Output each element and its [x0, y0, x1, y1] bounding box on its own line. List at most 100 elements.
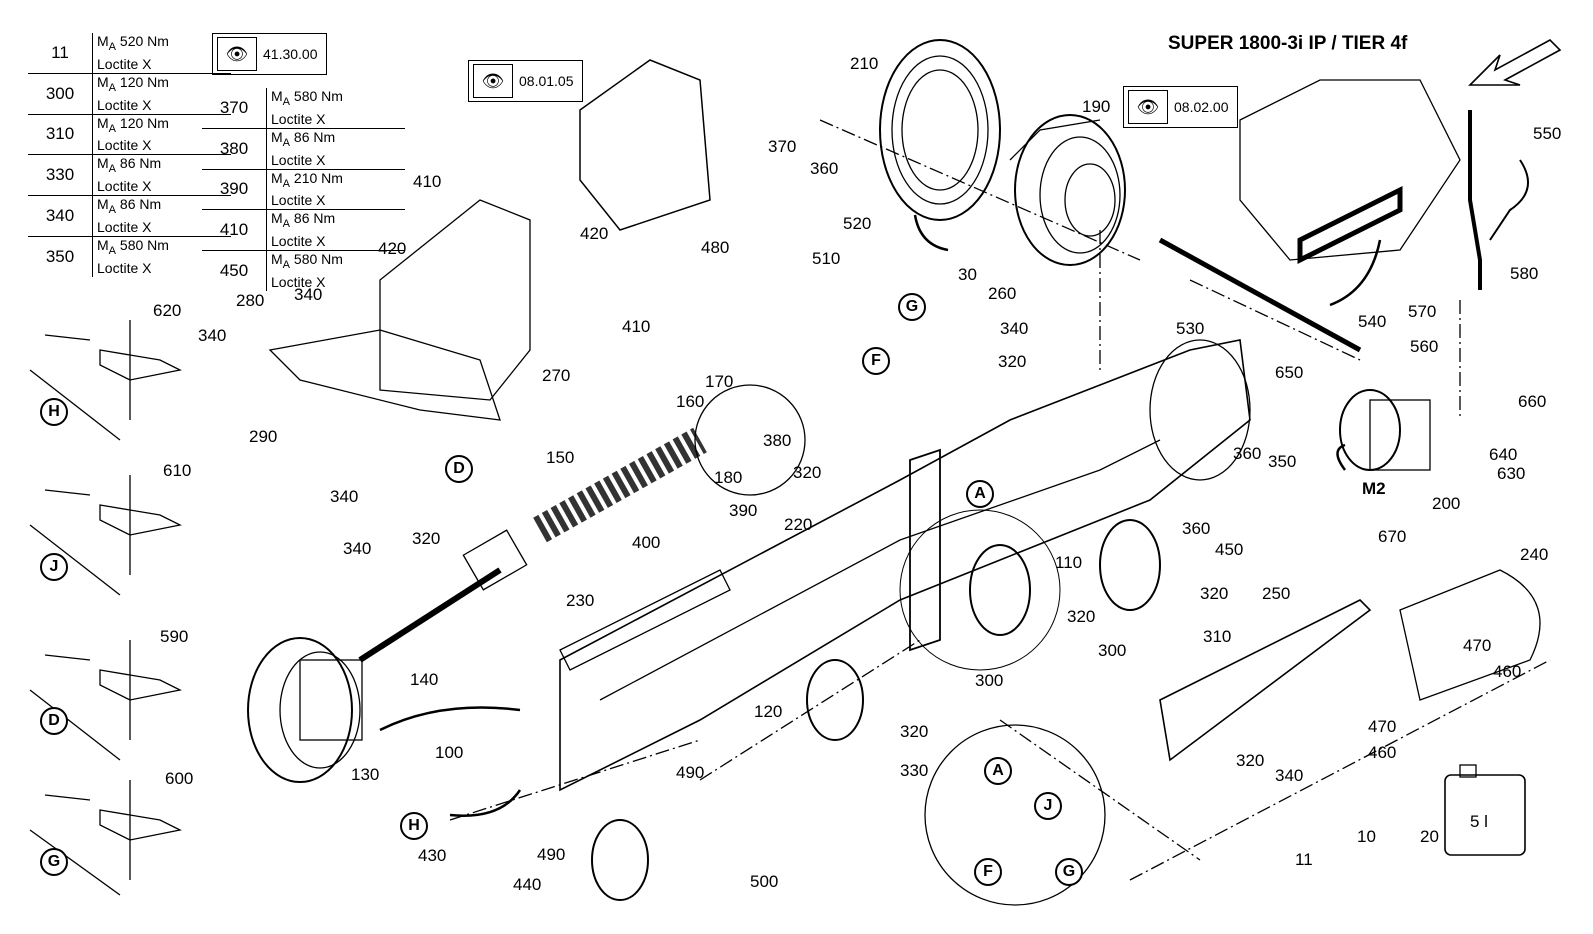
- part-number-label[interactable]: 540: [1358, 312, 1387, 331]
- part-number-label[interactable]: 220: [784, 515, 813, 534]
- part-number-label[interactable]: 190: [1082, 97, 1111, 116]
- part-number-label[interactable]: 140: [410, 670, 439, 689]
- part-number-label[interactable]: 320: [1200, 584, 1229, 603]
- part-number-label[interactable]: 530: [1176, 319, 1205, 338]
- part-number-label[interactable]: M2: [1362, 479, 1386, 498]
- callout-h[interactable]: H: [40, 398, 68, 426]
- callout-a[interactable]: A: [966, 480, 994, 508]
- callout-h[interactable]: H: [400, 812, 428, 840]
- part-number-label[interactable]: 460: [1368, 743, 1397, 762]
- part-number-label[interactable]: 390: [729, 501, 758, 520]
- part-number-label[interactable]: 120: [754, 702, 783, 721]
- part-number-label[interactable]: 300: [1098, 641, 1127, 660]
- part-number-label[interactable]: 210: [850, 54, 879, 73]
- part-number-label[interactable]: 580: [1510, 264, 1539, 283]
- callout-g[interactable]: G: [40, 848, 68, 876]
- callout-f[interactable]: F: [862, 347, 890, 375]
- part-number-label[interactable]: 290: [249, 427, 278, 446]
- part-number-label[interactable]: 520: [843, 214, 872, 233]
- part-number-label[interactable]: 200: [1432, 494, 1461, 513]
- part-number-label[interactable]: 160: [676, 392, 705, 411]
- part-number-label[interactable]: 490: [676, 763, 705, 782]
- callout-a[interactable]: A: [984, 757, 1012, 785]
- part-number-label[interactable]: 260: [988, 284, 1017, 303]
- part-number-label[interactable]: 170: [705, 372, 734, 391]
- part-number-label[interactable]: 360: [1233, 444, 1262, 463]
- callout-d[interactable]: D: [40, 707, 68, 735]
- part-number-label[interactable]: 590: [160, 627, 189, 646]
- part-number-label[interactable]: 670: [1378, 527, 1407, 546]
- part-number-label[interactable]: 10: [1357, 827, 1376, 846]
- part-number-label[interactable]: 610: [163, 461, 192, 480]
- part-number-label[interactable]: 560: [1410, 337, 1439, 356]
- part-number-label[interactable]: 380: [763, 431, 792, 450]
- part-number-label[interactable]: 640: [1489, 445, 1518, 464]
- part-number-label[interactable]: 230: [566, 591, 595, 610]
- part-number-label[interactable]: 30: [958, 265, 977, 284]
- part-number-label[interactable]: 370: [768, 137, 797, 156]
- part-number-label[interactable]: 550: [1533, 124, 1562, 143]
- part-number-label[interactable]: 360: [810, 159, 839, 178]
- part-number-label[interactable]: 340: [343, 539, 372, 558]
- part-number-label[interactable]: 340: [1000, 319, 1029, 338]
- part-number-label[interactable]: 450: [1215, 540, 1244, 559]
- part-number-label[interactable]: 20: [1420, 827, 1439, 846]
- part-number-label[interactable]: 270: [542, 366, 571, 385]
- view-ref-08-01-05[interactable]: 👁 08.01.05: [468, 60, 583, 102]
- callout-j[interactable]: J: [1034, 792, 1062, 820]
- part-number-label[interactable]: 320: [1236, 751, 1265, 770]
- part-number-label[interactable]: 470: [1463, 636, 1492, 655]
- part-number-label[interactable]: 470: [1368, 717, 1397, 736]
- part-number-label[interactable]: 660: [1518, 392, 1547, 411]
- part-number-label[interactable]: 430: [418, 846, 447, 865]
- part-number-label[interactable]: 510: [812, 249, 841, 268]
- part-number-label[interactable]: 440: [513, 875, 542, 894]
- part-number-label[interactable]: 100: [435, 743, 464, 762]
- part-number-label[interactable]: 340: [330, 487, 359, 506]
- part-number-label[interactable]: 320: [900, 722, 929, 741]
- part-number-label[interactable]: 110: [1055, 553, 1083, 572]
- part-number-label[interactable]: 620: [153, 301, 182, 320]
- part-number-label[interactable]: 340: [294, 285, 323, 304]
- part-number-label[interactable]: 420: [580, 224, 609, 243]
- part-number-label[interactable]: 340: [1275, 766, 1304, 785]
- part-number-label[interactable]: 330: [900, 761, 929, 780]
- view-ref-08-02-00[interactable]: 👁 08.02.00: [1123, 86, 1238, 128]
- part-number-label[interactable]: 180: [714, 468, 743, 487]
- part-number-label[interactable]: 300: [975, 671, 1004, 690]
- part-number-label[interactable]: 630: [1497, 464, 1526, 483]
- part-number-label[interactable]: 280: [236, 291, 265, 310]
- part-number-label[interactable]: 360: [1182, 519, 1211, 538]
- part-number-label[interactable]: 130: [351, 765, 380, 784]
- part-number-label[interactable]: 320: [1067, 607, 1096, 626]
- part-number-label[interactable]: 320: [412, 529, 441, 548]
- part-number-label[interactable]: 400: [632, 533, 661, 552]
- part-number-label[interactable]: 410: [413, 172, 442, 191]
- view-ref-41-30-00[interactable]: 👁 41.30.00: [212, 33, 327, 75]
- part-number-label[interactable]: 410: [622, 317, 651, 336]
- callout-g[interactable]: G: [1055, 858, 1083, 886]
- callout-f[interactable]: F: [974, 858, 1002, 886]
- part-number-label[interactable]: 320: [998, 352, 1027, 371]
- part-number-label[interactable]: 11: [1295, 850, 1313, 869]
- part-number-label[interactable]: 240: [1520, 545, 1549, 564]
- callout-g[interactable]: G: [898, 293, 926, 321]
- part-number-label[interactable]: 420: [378, 239, 407, 258]
- part-number-label[interactable]: 480: [701, 238, 730, 257]
- part-number-label[interactable]: 340: [198, 326, 227, 345]
- centerlines: [449, 119, 1551, 881]
- part-number-label[interactable]: 600: [165, 769, 194, 788]
- part-number-label[interactable]: 500: [750, 872, 779, 891]
- part-number-label[interactable]: 5 l: [1470, 812, 1488, 831]
- callout-j[interactable]: J: [40, 553, 68, 581]
- part-number-label[interactable]: 150: [546, 448, 575, 467]
- part-number-label[interactable]: 320: [793, 463, 822, 482]
- part-number-label[interactable]: 650: [1275, 363, 1304, 382]
- callout-d[interactable]: D: [445, 455, 473, 483]
- part-number-label[interactable]: 310: [1203, 627, 1232, 646]
- part-number-label[interactable]: 570: [1408, 302, 1437, 321]
- part-number-label[interactable]: 350: [1268, 452, 1297, 471]
- part-number-label[interactable]: 250: [1262, 584, 1291, 603]
- part-number-label[interactable]: 490: [537, 845, 566, 864]
- part-number-label[interactable]: 460: [1493, 662, 1522, 681]
